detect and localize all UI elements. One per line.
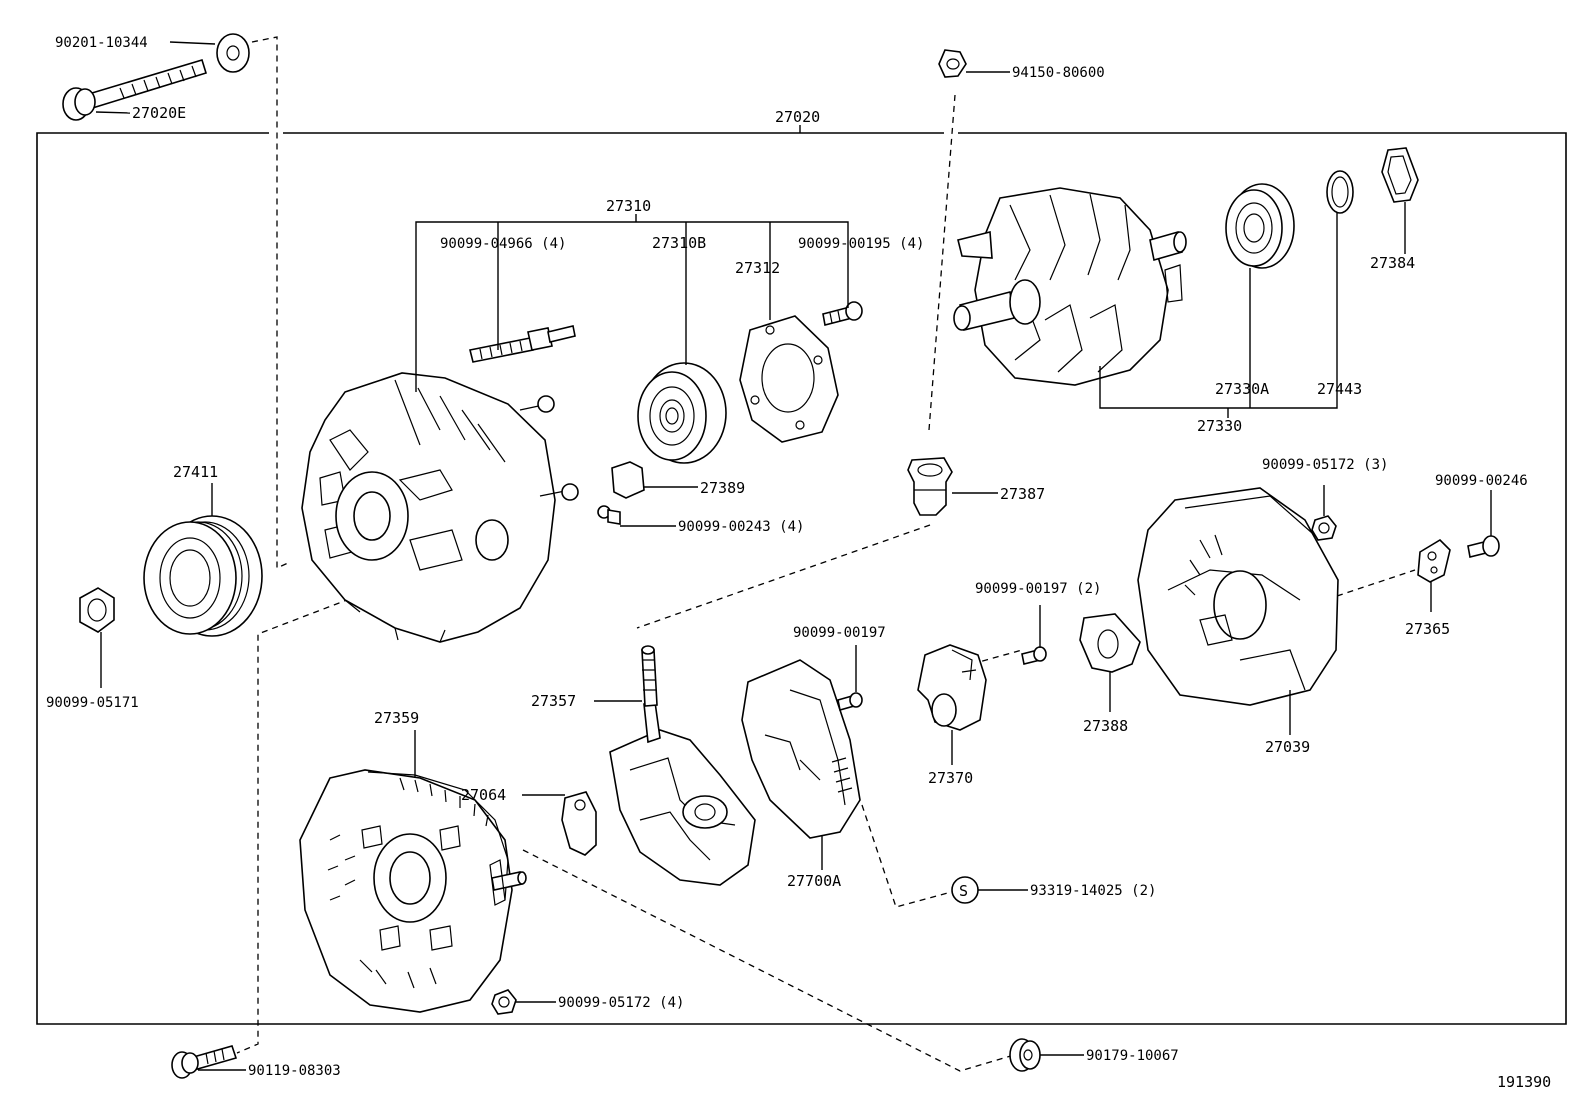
- callout-27020E: 27020E: [132, 104, 186, 122]
- callout-90099-00246: 90099-00246: [1435, 473, 1528, 489]
- bearing-27330A: [1225, 183, 1295, 269]
- callout-90099-00197-2: 90099-00197 (2): [975, 581, 1101, 597]
- assembly-dashed-lines: [236, 36, 1416, 1072]
- callout-90099-04966: 90099-04966 (4): [440, 236, 566, 252]
- end-frame-27359: [299, 769, 527, 1013]
- callout-27312: 27312: [735, 259, 780, 277]
- callout-27388: 27388: [1083, 717, 1128, 735]
- callout-27330A: 27330A: [1215, 380, 1269, 398]
- rotor-27330: [953, 187, 1187, 386]
- callout-90099-05172-4: 90099-05172 (4): [558, 995, 684, 1011]
- callout-90099-00195: 90099-00195 (4): [798, 236, 924, 252]
- callout-27064: 27064: [461, 786, 506, 804]
- assembly-frame: [36, 125, 1567, 1025]
- cover-27389: [611, 461, 645, 499]
- callout-90099-05171: 90099-05171: [46, 695, 139, 711]
- brush-holder-27370: [917, 644, 987, 731]
- callout-27370: 27370: [928, 769, 973, 787]
- nut-90099-05171: [79, 587, 115, 633]
- retainer-plate-27312: [739, 315, 839, 443]
- callout-27357: 27357: [531, 692, 576, 710]
- callout-27387: 27387: [1000, 485, 1045, 503]
- callout-90099-00243: 90099-00243 (4): [678, 519, 804, 535]
- screw-90099-00197: [837, 692, 863, 712]
- bolt-27020E: [62, 59, 207, 121]
- terminal-insulator-27388: [1079, 613, 1141, 673]
- callout-93319-14025: 93319-14025 (2): [1030, 883, 1156, 899]
- callout-90179-10067: 90179-10067: [1086, 1048, 1179, 1064]
- drive-end-frame: [301, 372, 579, 643]
- cap-27384: [1381, 147, 1419, 203]
- rear-cover-27039: [1137, 487, 1339, 706]
- nut-90099-05172-4: [491, 989, 517, 1015]
- bolt-90099-00246: [1467, 535, 1500, 558]
- leader-lines: [95, 41, 1492, 1071]
- callout-90099-00197: 90099-00197: [793, 625, 886, 641]
- regulator-27700A: [741, 659, 861, 839]
- screw-90099-00197-2: [1021, 646, 1047, 665]
- callout-27389: 27389: [700, 479, 745, 497]
- washer-90201-10344: [216, 33, 250, 73]
- ring-27443: [1326, 170, 1354, 214]
- symbol-s-label: S: [959, 882, 968, 900]
- pulley-27411: [143, 515, 263, 637]
- screw-90099-00195: [822, 301, 863, 326]
- insulator-27387: [907, 457, 953, 516]
- callout-27020: 27020: [775, 108, 820, 126]
- callout-27411: 27411: [173, 463, 218, 481]
- callout-27310: 27310: [606, 197, 651, 215]
- bearing-27310B: [637, 362, 727, 464]
- callout-27039: 27039: [1265, 738, 1310, 756]
- callout-90099-05172-3: 90099-05172 (3): [1262, 457, 1388, 473]
- callout-27700A: 27700A: [787, 872, 841, 890]
- callout-90119-08303: 90119-08303: [248, 1063, 341, 1079]
- callout-27310B: 27310B: [652, 234, 706, 252]
- callout-labels: 90201-10344 27020E 94150-80600 27020 273…: [46, 35, 1551, 1091]
- screw-90099-00243: [597, 505, 621, 525]
- rectifier-27357: [609, 645, 756, 886]
- sheet-id: 191390: [1497, 1073, 1551, 1091]
- nut-94150-80600: [938, 49, 967, 78]
- callout-27330: 27330: [1197, 417, 1242, 435]
- callout-27443: 27443: [1317, 380, 1362, 398]
- callout-90201-10344: 90201-10344: [55, 35, 148, 51]
- plate-27365: [1417, 538, 1451, 583]
- stud-bolt-90099-04966: [469, 325, 576, 363]
- insulator-27064: [561, 791, 597, 856]
- callout-27359: 27359: [374, 709, 419, 727]
- callout-94150-80600: 94150-80600: [1012, 65, 1105, 81]
- callout-27384: 27384: [1370, 254, 1415, 272]
- callout-27365: 27365: [1405, 620, 1450, 638]
- nut-90179-10067: [1009, 1038, 1041, 1072]
- bolt-90119-08303: [171, 1045, 238, 1079]
- nut-90099-05172-3: [1311, 515, 1337, 541]
